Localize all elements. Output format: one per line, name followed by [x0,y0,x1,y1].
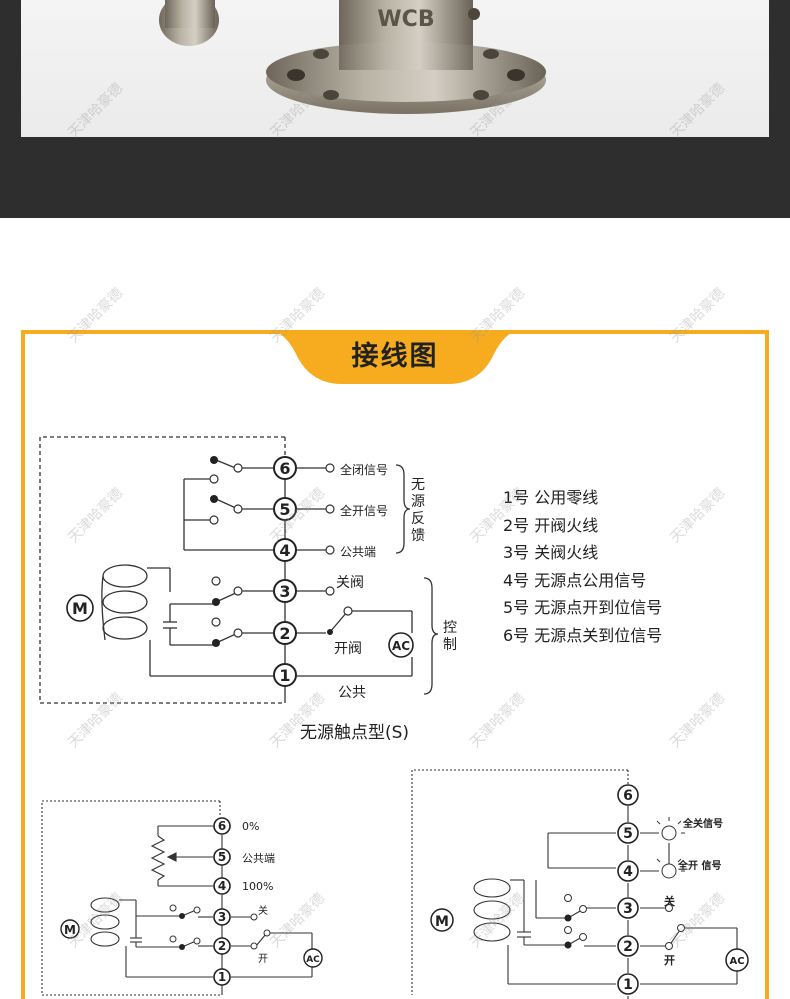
pot-common-label: 公共端 [242,852,275,865]
open-valve-label: 开阀 [334,641,362,657]
terminal-2: 2 [279,624,290,643]
pot-terminal-6: 6 [218,819,226,833]
legend-item: 5号 无源点开到位信号 [503,598,663,618]
ac-label: AC [392,639,410,653]
pot-open-label: 开 [258,954,268,965]
lamp-terminal-1: 1 [623,977,633,993]
legend-item: 3号 关阀火线 [503,543,599,563]
pot-terminal-3: 3 [218,910,226,924]
pot-ac-label: AC [306,955,320,965]
signal-full-open-label: 全开信号 [340,504,389,518]
pot-terminal-4: 4 [218,879,226,893]
signal-common-label: 公共端 [340,545,377,559]
pot-zero-label: 0% [242,820,260,833]
terminal-4: 4 [279,541,290,560]
section-title: 接线图 [351,341,439,372]
pot-motor-label: M [64,923,76,937]
pot-terminal-1: 1 [218,970,226,984]
diagram-caption: 无源触点型(S) [300,723,410,743]
lamp-terminal-3: 3 [623,901,633,917]
wiring-section-frame [21,330,769,999]
lamp-full-open-label: 全开 信号 [678,861,722,872]
terminal-3: 3 [279,582,290,601]
terminal-legend: 1号 公用零线 2号 开阀火线 3号 关阀火线 4号 无源点公用信号 5号 无源… [503,484,662,650]
signal-full-closed-label: 全闭信号 [340,463,389,477]
control-group-label: 控制 [443,620,457,653]
pot-close-label: 关 [258,906,268,917]
close-valve-label: 关阀 [336,575,364,591]
pot-terminal-2: 2 [218,939,226,953]
lamp-terminal-5: 5 [623,826,633,842]
legend-item: 1号 公用零线 [503,488,599,507]
lamp-terminal-4: 4 [623,864,633,880]
legend-item: 2号 开阀火线 [503,515,599,535]
feedback-group-label: 无源反馈 [411,477,425,544]
legend-item: 6号 无源点关到位信号 [503,625,663,645]
casting-mark: WCB [377,7,434,32]
motor-label: M [72,599,88,618]
valve-flange-illustration: WCB [159,0,546,114]
lamp-close-label: 关 [664,895,675,908]
lamp-motor-label: M [435,914,449,930]
pot-full-label: 100% [242,880,274,893]
lamp-full-closed-label: 全关信号 [683,819,723,830]
lamp-ac-label: AC [729,956,744,967]
common-label: 公共 [338,685,366,701]
title-tab [272,330,518,384]
valve-photo: WCB [21,0,769,137]
terminal-5: 5 [279,500,290,519]
lamp-open-label: 开 [664,954,675,967]
terminal-1: 1 [279,666,290,685]
lamp-terminal-2: 2 [623,939,633,955]
pot-terminal-5: 5 [218,850,226,864]
legend-item: 4号 无源点公用信号 [503,570,647,590]
terminal-6: 6 [279,459,290,478]
lamp-terminal-6: 6 [623,788,633,804]
